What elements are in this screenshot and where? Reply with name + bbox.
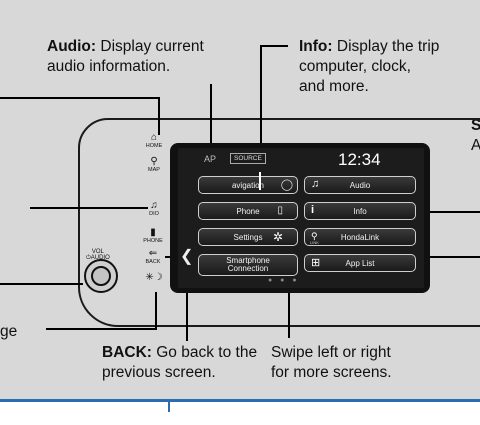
back-callout-title: BACK: (102, 344, 152, 361)
page-indicator-dots: ● ● ● (268, 277, 300, 284)
info-leader-overlay (259, 172, 261, 190)
left-callout-fragment: ge (0, 323, 18, 340)
info-callout-title: Info: (299, 38, 333, 55)
navigation-circle-icon: ◯ (280, 179, 293, 191)
info-leader-v (260, 45, 262, 190)
info-screen-button[interactable]: i Info (304, 202, 416, 220)
smartphone-connection-button[interactable]: Smartphone Connection (198, 254, 298, 276)
info-callout-text-3: and more. (299, 78, 369, 95)
touch-screen[interactable]: AP SOURCE 12:34 avigation ◯ Phone ▯ Sett… (178, 148, 424, 288)
settings-button-label: Settings (233, 232, 263, 242)
day-night-button[interactable]: ✳☽ (143, 273, 165, 283)
home-button[interactable]: ⌂ HOME (143, 132, 165, 150)
navigation-button-label: avigation (231, 180, 265, 190)
phone-button[interactable]: ▮ PHONE (141, 227, 165, 245)
app-list-button[interactable]: ⊞ App List (304, 254, 416, 272)
info-callout: Info: Display the trip computer, clock, … (299, 37, 439, 97)
chevron-left-icon[interactable]: ❮ (180, 248, 194, 265)
daynight-leader-h (46, 328, 156, 330)
home-leader-h (0, 97, 160, 99)
audio-callout-text-2: audio information. (47, 58, 171, 75)
bottom-rule (0, 399, 480, 402)
back-callout: BACK: Go back to the previous screen. (102, 343, 257, 383)
status-bar: AP SOURCE 12:34 (178, 148, 424, 172)
swipe-leader (288, 280, 290, 338)
smartphone-connection-button-label: Smartphone Connection (226, 256, 270, 273)
gear-icon: ✲ (272, 230, 283, 244)
hondalink-icon-label: LINK (310, 240, 319, 245)
info-callout-text-2: computer, clock, (299, 58, 411, 75)
swipe-callout-text-1: Swipe left or right (271, 344, 391, 361)
phone-button-label: PHONE (143, 238, 163, 244)
swipe-callout: Swipe left or right for more screens. (271, 343, 392, 383)
phone-screen-button[interactable]: Phone ▯ (198, 202, 298, 220)
phone-screen-icon: ▯ (277, 205, 283, 216)
back-button-label: BACK (145, 259, 161, 265)
volume-knob-center (91, 266, 111, 286)
knob-leader (0, 283, 83, 285)
console-bezel (78, 118, 480, 327)
home-button-label: HOME (145, 143, 163, 149)
audio-button-leader (30, 207, 148, 209)
audio-callout-text-1: Display current (100, 38, 204, 55)
map-button-label: MAP (148, 167, 160, 173)
audio-screen-button[interactable]: ♫ Audio (304, 176, 416, 194)
back-arrow-icon: ⇐ (148, 248, 158, 259)
back-callout-text-1: Go back to the (156, 344, 258, 361)
hondalink-button-label: HondaLink (340, 232, 380, 242)
audio-callout: Audio: Display current audio information… (47, 37, 204, 77)
audio-callout-title: Audio: (47, 38, 97, 55)
info-callout-text-1: Display the trip (336, 38, 440, 55)
volume-knob[interactable] (84, 259, 118, 293)
swipe-callout-text-2: for more screens. (271, 364, 392, 381)
map-status-label[interactable]: AP (204, 154, 217, 164)
clock: 12:34 (338, 150, 381, 169)
app-list-button-label: App List (345, 258, 375, 268)
music-note-icon: ♫ (150, 200, 158, 211)
audio-leader (210, 84, 212, 184)
home-leader-v (158, 97, 160, 135)
bottom-rule-tick (168, 402, 170, 412)
map-button[interactable]: ⚲ MAP (143, 156, 165, 174)
audio-hw-button-label: DIO (149, 211, 159, 217)
back-callout-text-2: previous screen. (102, 364, 216, 381)
music-note-screen-icon: ♫ (311, 178, 320, 190)
navigation-button[interactable]: avigation ◯ (198, 176, 298, 194)
back-button[interactable]: ⇐ BACK (142, 248, 164, 266)
settings-button[interactable]: Settings ✲ (198, 228, 298, 246)
daynight-leader-v (155, 292, 157, 330)
info-screen-button-label: Info (353, 206, 367, 216)
back-leader-v (186, 256, 188, 341)
audio-hw-button[interactable]: ♫ DIO (143, 200, 165, 218)
phone-icon: ▮ (150, 227, 156, 238)
vol-knob-label: VOL ⏻AUDIO (86, 249, 110, 261)
audio-power-label: ⏻AUDIO (86, 255, 110, 261)
source-status-button[interactable]: SOURCE (230, 153, 266, 164)
hondalink-icon: ⚲ (311, 231, 318, 241)
map-pin-icon: ⚲ (150, 156, 158, 167)
hondalink-button[interactable]: ⚲ LINK HondaLink (304, 228, 416, 246)
info-icon: i (311, 204, 315, 216)
app-grid-icon: ⊞ (311, 257, 321, 269)
home-icon: ⌂ (150, 132, 158, 143)
vol-label: VOL (91, 249, 104, 255)
info-leader-h (260, 45, 288, 47)
day-night-icon: ✳☽ (145, 272, 163, 283)
audio-screen-button-label: Audio (349, 180, 371, 190)
phone-screen-button-label: Phone (236, 206, 260, 216)
